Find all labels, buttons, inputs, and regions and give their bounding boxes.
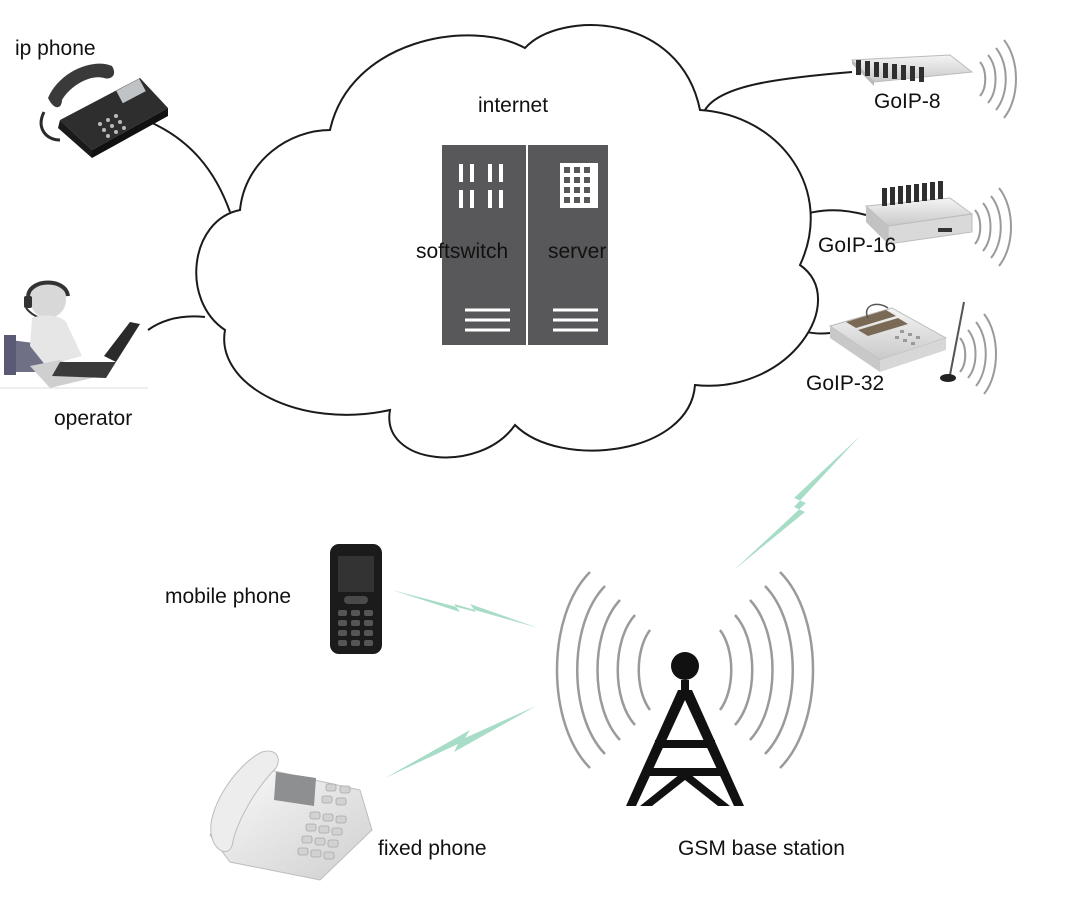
internet-label: internet (478, 94, 548, 117)
goip8-device-icon (850, 54, 974, 86)
gsm-base-station-label: GSM base station (678, 837, 845, 860)
goip16-label: GoIP-16 (818, 234, 896, 257)
fixed-phone-label: fixed phone (378, 837, 487, 860)
wireless-bolt-fixed (385, 706, 536, 778)
goip32-radio-waves-icon (959, 313, 997, 395)
goip8-radio-waves-icon (979, 39, 1017, 119)
mobile-phone-icon (330, 544, 382, 654)
server-label: server (548, 240, 606, 263)
ip-phone-icon (39, 63, 168, 158)
operator-label: operator (54, 407, 132, 430)
fixed-phone-icon (209, 750, 373, 881)
operator-icon (0, 280, 148, 389)
link-operator (147, 315, 206, 331)
goip8-label: GoIP-8 (874, 90, 941, 113)
wireless-links (385, 436, 860, 778)
gsm-tower-icon (626, 652, 744, 806)
goip32-device-icon (828, 301, 965, 382)
goip32-label: GoIP-32 (806, 372, 884, 395)
wireless-bolt-goip32 (734, 436, 860, 570)
gsm-radio-waves-icon (555, 571, 815, 769)
goip16-radio-waves-icon (974, 187, 1012, 267)
softswitch-label: softswitch (416, 240, 508, 263)
ip-phone-label: ip phone (15, 37, 96, 60)
goip16-device-icon (864, 181, 974, 245)
mobile-phone-label: mobile phone (165, 585, 291, 608)
server-block (442, 145, 608, 345)
wireless-bolt-mobile (392, 590, 538, 628)
link-goip8 (704, 71, 853, 111)
link-ip-phone (149, 121, 231, 213)
softswitch-icon (442, 145, 526, 345)
